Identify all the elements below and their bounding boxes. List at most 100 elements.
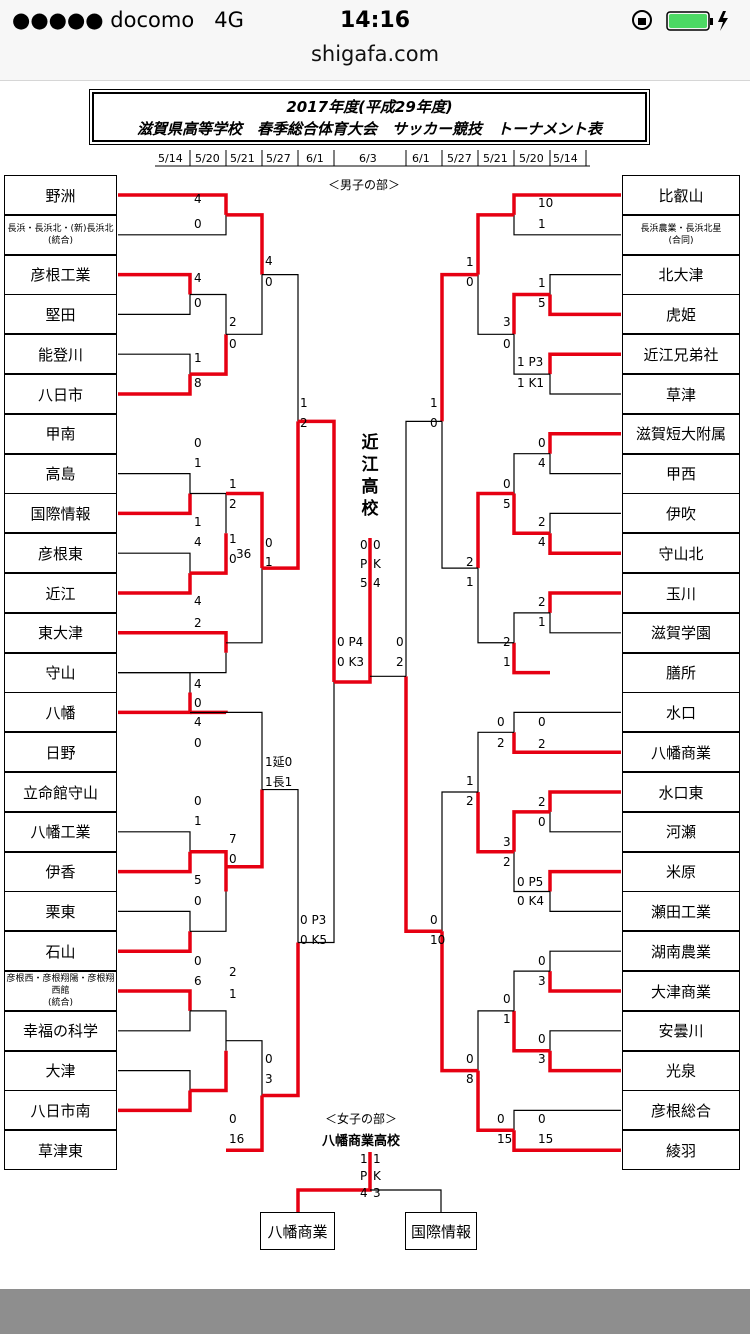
score-label: 0 [229, 337, 237, 351]
bracket-path [477, 731, 514, 792]
score-label: 0 [265, 1052, 273, 1066]
left-team-box: 彦根東 [4, 533, 117, 574]
battery-icon [632, 10, 728, 31]
bracket-path [190, 1010, 227, 1051]
winner-path [296, 1152, 372, 1212]
winner-path [298, 419, 336, 682]
score-label: 2 [466, 794, 474, 808]
date-label-final: 6/3 [359, 152, 377, 165]
right-team-box: 滋賀学園 [622, 612, 740, 653]
score-label: 0 [194, 296, 202, 310]
address-bar-url[interactable]: shigafa.com [310, 42, 440, 66]
left-team-box: 八日市 [4, 374, 117, 414]
score-label: 0 [194, 736, 202, 750]
score-label: 0 P3 [300, 913, 327, 927]
carrier-signal: ●●●●● docomo 4G [12, 8, 244, 32]
left-team-box: 大津 [4, 1050, 117, 1091]
bracket-path [190, 293, 227, 335]
winner-path [512, 292, 550, 335]
score-label: 2 [538, 595, 546, 609]
bracket-path [226, 711, 263, 790]
boys-champion: 近江高校 [361, 433, 379, 519]
boys-section-label: ＜男子の部＞ [328, 178, 401, 192]
right-team-box: 光泉 [622, 1050, 740, 1091]
score-label: 1 [538, 615, 546, 629]
score-label: 8 [466, 1072, 474, 1086]
girls-pk: 4 [360, 1186, 368, 1200]
winner-path [118, 1090, 192, 1113]
date-label: 5/27 [266, 152, 291, 165]
bracket-path [118, 1010, 191, 1032]
final-pk: K [373, 557, 381, 571]
final-pk: P [360, 557, 368, 571]
winner-path [334, 538, 372, 684]
score-label: 0 [497, 1112, 505, 1126]
right-team-box: 湖南農業 [622, 931, 740, 972]
score-label: 1 [229, 987, 237, 1001]
score-label: 5 [538, 296, 546, 310]
score-label: 0 [466, 275, 474, 289]
winner-path [476, 1070, 514, 1133]
bracket-path [226, 1040, 263, 1096]
score-label: 0 [229, 852, 237, 866]
score-label: 16 [229, 1132, 245, 1146]
winner-path [512, 193, 621, 215]
score-label: 0 [430, 913, 438, 927]
score-label: 0 [538, 715, 546, 729]
girls-team-left: 八幡商業 [260, 1212, 335, 1250]
score-label: 4 [538, 535, 546, 549]
final-pk: 0 [373, 538, 381, 552]
score-label: 0 [538, 954, 546, 968]
girls-pk: 3 [373, 1186, 381, 1200]
score-label: 0 [229, 552, 237, 566]
right-team-box: 滋賀短大附属 [622, 413, 740, 454]
right-team-box: 安曇川 [622, 1010, 740, 1051]
score-label: 1 P3 [517, 355, 544, 369]
winner-path [118, 374, 192, 396]
date-label: 6/1 [412, 152, 430, 165]
score-label: 1 [194, 515, 202, 529]
bracket-path [549, 512, 621, 534]
bracket-path [262, 274, 299, 422]
winner-path [118, 931, 192, 953]
score-label: 3 [503, 835, 511, 849]
winner-path [548, 432, 621, 454]
left-team-box: 石山 [4, 931, 117, 972]
girls-pk: 1 [360, 1152, 368, 1166]
left-team-box: 高島 [4, 453, 117, 494]
score-label: 1 [194, 814, 202, 828]
winner-path [226, 213, 264, 275]
score-label: 0 [503, 477, 511, 491]
score-label: 4 [265, 254, 273, 268]
winner-path [118, 493, 192, 516]
right-team-box: 伊吹 [622, 493, 740, 534]
score-label: 2 [229, 965, 237, 979]
left-team-box: 長浜・長浜北・(新)長浜北(統合) [4, 214, 117, 255]
score-label: 2 [229, 315, 237, 329]
left-team-box: 日野 [4, 732, 117, 773]
date-label: 5/21 [483, 152, 508, 165]
left-team-box: 能登川 [4, 334, 117, 375]
score-label: 15 [497, 1132, 513, 1146]
score-label: 1延0 [265, 755, 293, 769]
score-label: 4 [194, 594, 202, 608]
bracket-path [405, 420, 442, 677]
title-event: 滋賀県高等学校 春季総合体育大会 サッカー競技 トーナメント表 [136, 120, 602, 138]
bracket-path [118, 353, 191, 375]
score-label: 0 [229, 1112, 237, 1126]
score-label: 4 [538, 456, 546, 470]
score-label: 2 [466, 555, 474, 569]
score-label: 4 [194, 192, 202, 206]
score-label: 4 [194, 677, 202, 691]
score-label: 10 [538, 196, 554, 210]
score-label: 1 [503, 655, 511, 669]
bracket-path [549, 1030, 621, 1051]
bracket-path [513, 711, 621, 733]
score-label: 2 [497, 736, 505, 750]
right-team-box: 水口東 [622, 772, 740, 812]
bracket-path [441, 421, 478, 569]
date-label: 5/20 [195, 152, 220, 165]
left-team-box: 彦根工業 [4, 254, 117, 295]
date-label: 5/14 [158, 152, 183, 165]
girls-team-right: 国際情報 [405, 1212, 477, 1250]
